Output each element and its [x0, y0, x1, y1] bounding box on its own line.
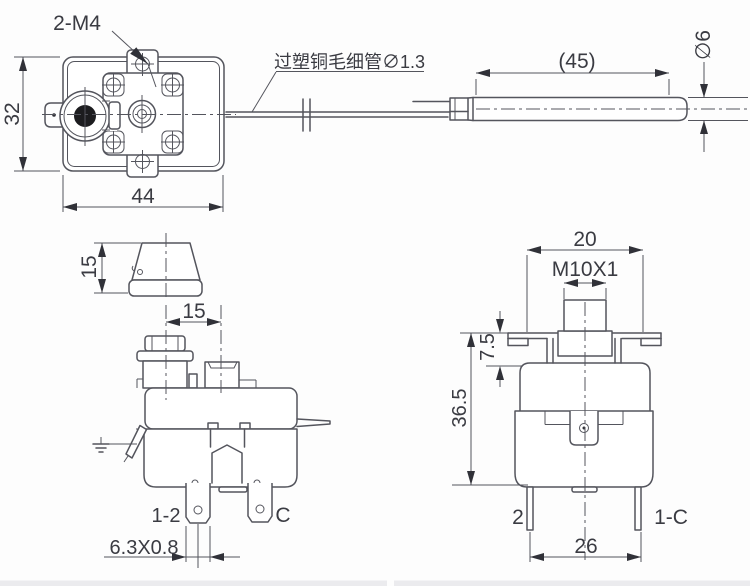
pin-1-c	[634, 486, 642, 531]
shaft-hex-nut	[144, 335, 186, 352]
bottom-band-right	[394, 580, 750, 586]
dim-pin-spacing: 26	[529, 532, 642, 562]
dim-44-label: 44	[131, 185, 155, 208]
dim-bulb-diameter: ∅6	[688, 30, 748, 152]
bottom-band-left	[0, 580, 387, 586]
actuator-block	[204, 361, 240, 389]
dim-15-label: 15	[182, 300, 205, 323]
front-upper-body	[144, 387, 298, 430]
pin-2	[526, 486, 534, 531]
pin-right-label: 1-C	[654, 506, 688, 529]
dim-365-label: 36.5	[449, 389, 471, 428]
front-lower-body	[143, 428, 298, 488]
pin-left-label: 2	[512, 506, 524, 529]
dim-knob-15-label: 15	[78, 255, 101, 278]
center-pillar	[211, 444, 243, 484]
dim-bulb-length: (45)	[475, 50, 670, 95]
capillary-and-bulb: 过塑铜毛细管∅1.3 (45) ∅6	[225, 30, 748, 152]
dim-flange-offset: 7.5	[477, 311, 522, 387]
thread-callout-label: 2-M4	[53, 12, 101, 35]
dim-height-32: 32	[1, 56, 60, 172]
terminal-right-label: C	[275, 504, 290, 527]
capillary-note-leader	[251, 71, 424, 113]
dim-m10x1-label: M10X1	[552, 258, 619, 281]
mounting-bracket	[507, 332, 662, 364]
dim-terminal-size: 6.3X0.8	[104, 526, 240, 562]
top-view: 2-M4 32 44	[1, 12, 236, 212]
side-view: 20 M10X1 7.5 36.5 2 1-C	[449, 228, 688, 562]
dim-body-height: 36.5	[449, 332, 528, 486]
dim-top-width-20: 20	[526, 228, 644, 332]
crimp-sleeve	[449, 97, 469, 121]
dim-45-label: (45)	[558, 50, 595, 73]
terminal-1-2	[185, 483, 211, 524]
dim-32-label: 32	[1, 102, 24, 125]
front-view: 15 1-2 C 6.3X0.8	[92, 300, 331, 568]
knob-view: 15	[78, 233, 203, 301]
ground-terminal	[92, 424, 148, 463]
terminal-left-label: 1-2	[152, 505, 181, 527]
terminal-c	[247, 483, 273, 523]
thread-callout-leader	[111, 30, 157, 88]
capillary-exit	[296, 418, 331, 428]
dim-75-label: 7.5	[477, 333, 499, 361]
capillary-note-label: 过塑铜毛细管∅1.3	[274, 52, 425, 72]
dim-20-label: 20	[573, 228, 596, 251]
dim-knob-height-15: 15	[78, 242, 141, 294]
dim-26-label: 26	[574, 535, 597, 558]
plate-screw-holes	[102, 74, 184, 153]
dim-thread-m10x1: M10X1	[552, 258, 619, 299]
knob-indicator	[137, 269, 143, 275]
dim-63x08-label: 6.3X0.8	[110, 537, 179, 559]
shaft-bushing	[142, 360, 188, 389]
dim-width-44: 44	[62, 175, 224, 212]
dim-shaft-offset-15: 15	[166, 300, 221, 326]
dim-d6-label: ∅6	[692, 30, 715, 60]
